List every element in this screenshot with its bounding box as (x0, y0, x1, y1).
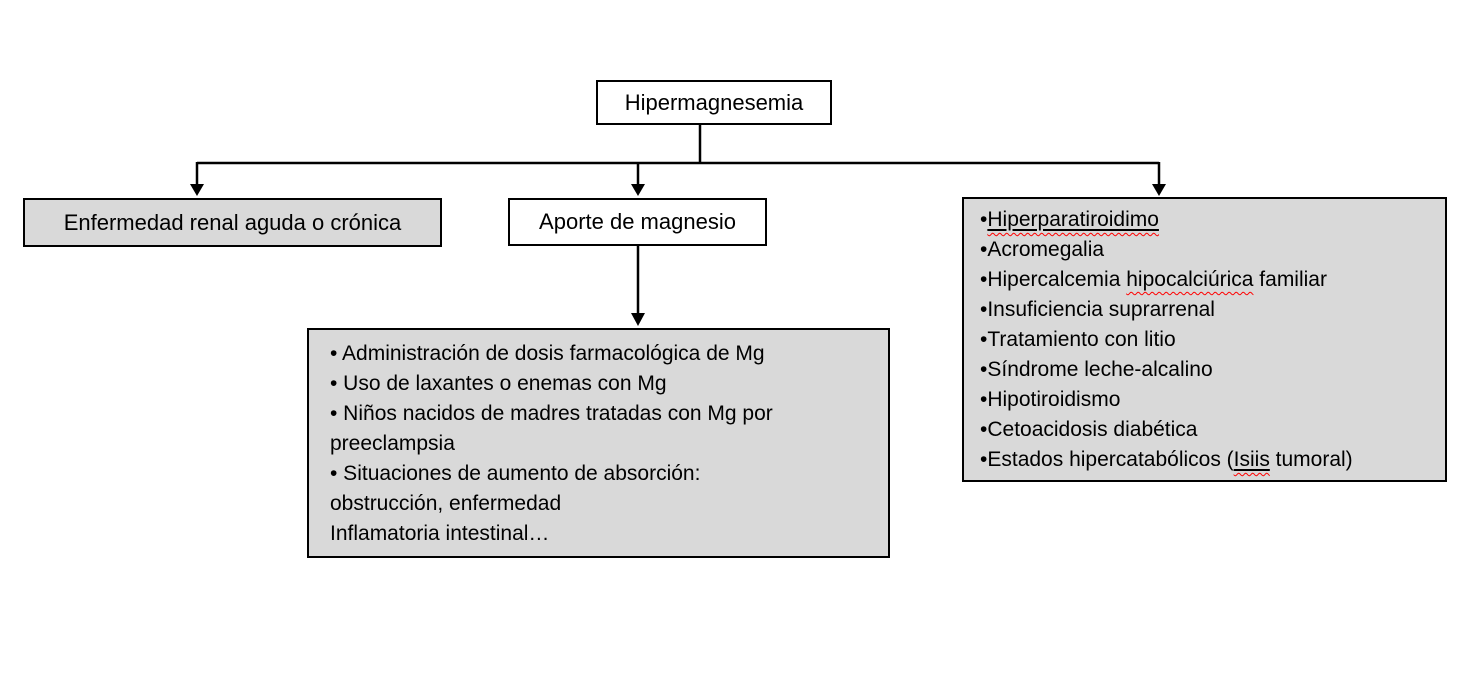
list-line: •Síndrome leche-alcalino (980, 355, 1437, 385)
list-line: obstrucción, enfermedad (330, 489, 880, 519)
list-line: • Niños nacidos de madres tratadas con M… (330, 399, 880, 429)
list-text-segment: Inflamatoria intestinal… (330, 522, 550, 545)
list-text-segment: •Acromegalia (980, 238, 1105, 261)
cause-box-aporte-magnesio: Aporte de magnesio (508, 198, 767, 246)
list-text-segment: Isiis (1234, 448, 1270, 471)
list-line: •Hipotiroidismo (980, 385, 1437, 415)
list-text-segment: •Hipercalcemia (980, 268, 1127, 291)
cause-box-renal: Enfermedad renal aguda o crónica (23, 198, 442, 247)
misspelled-underlined-text: Hiperparatiroidimo (987, 208, 1159, 231)
list-line: •Hiperparatiroidimo (980, 205, 1437, 235)
list-text-segment: •Estados hipercatabólicos ( (980, 448, 1234, 471)
list-text-segment: • Uso de laxantes o enemas con Mg (330, 372, 667, 395)
list-text-segment: familiar (1253, 268, 1327, 291)
list-line: •Cetoacidosis diabética (980, 415, 1437, 445)
cause-box-renal-label: Enfermedad renal aguda o crónica (63, 209, 402, 235)
list-text-segment: tumoral) (1269, 448, 1353, 471)
list-line: •Tratamiento con litio (980, 325, 1437, 355)
cause-box-miscellaneous: •Hiperparatiroidimo •Acromegalia •Hipercal… (962, 197, 1447, 482)
list-text-segment: obstrucción, enfermedad (330, 492, 562, 515)
list-line: •Estados hipercatabólicos (Isiis tumoral… (980, 445, 1437, 475)
aporte-magnesio-detail-box: • Administración de dosis farmacológica … (307, 328, 890, 558)
misspelled-underlined-text: Isiis (1233, 448, 1270, 471)
root-box-label: Hipermagnesemia (624, 89, 804, 115)
list-line: •Hipercalcemia hipocalciúrica familiar (980, 265, 1437, 295)
list-line: preeclampsia (330, 429, 880, 459)
cause-box-aporte-label: Aporte de magnesio (539, 209, 736, 234)
arrow-to-renal-box (190, 162, 204, 196)
list-line: • Uso de laxantes o enemas con Mg (330, 369, 880, 399)
list-text-segment: •Insuficiencia suprarrenal (980, 298, 1215, 321)
arrow-to-misc-box (1152, 162, 1166, 196)
list-text-segment: • Situaciones de aumento de absorción: (330, 462, 701, 485)
root-box-hipermagnesemia: Hipermagnesemia (596, 80, 832, 125)
list-text-segment: preeclampsia (330, 432, 455, 455)
list-text-segment: • (980, 208, 988, 231)
list-text-segment: •Cetoacidosis diabética (980, 418, 1198, 441)
list-text-segment: Hiperparatiroidimo (987, 208, 1159, 231)
list-line: • Administración de dosis farmacológica … (330, 339, 880, 369)
list-text-segment: •Hipotiroidismo (980, 388, 1121, 411)
list-line: •Acromegalia (980, 235, 1437, 265)
list-text-segment: • Administración de dosis farmacológica … (330, 342, 765, 365)
misspelled-text: hipocalciúrica (1126, 268, 1254, 291)
arrow-to-detail-box (631, 246, 645, 326)
list-line: •Insuficiencia suprarrenal (980, 295, 1437, 325)
list-text-segment: •Síndrome leche-alcalino (980, 358, 1213, 381)
list-line: Inflamatoria intestinal… (330, 519, 880, 549)
list-line: • Situaciones de aumento de absorción: (330, 459, 880, 489)
arrow-to-aporte-box (631, 162, 645, 196)
list-text-segment: • Niños nacidos de madres tratadas con M… (330, 402, 773, 425)
list-text-segment: •Tratamiento con litio (980, 328, 1176, 351)
